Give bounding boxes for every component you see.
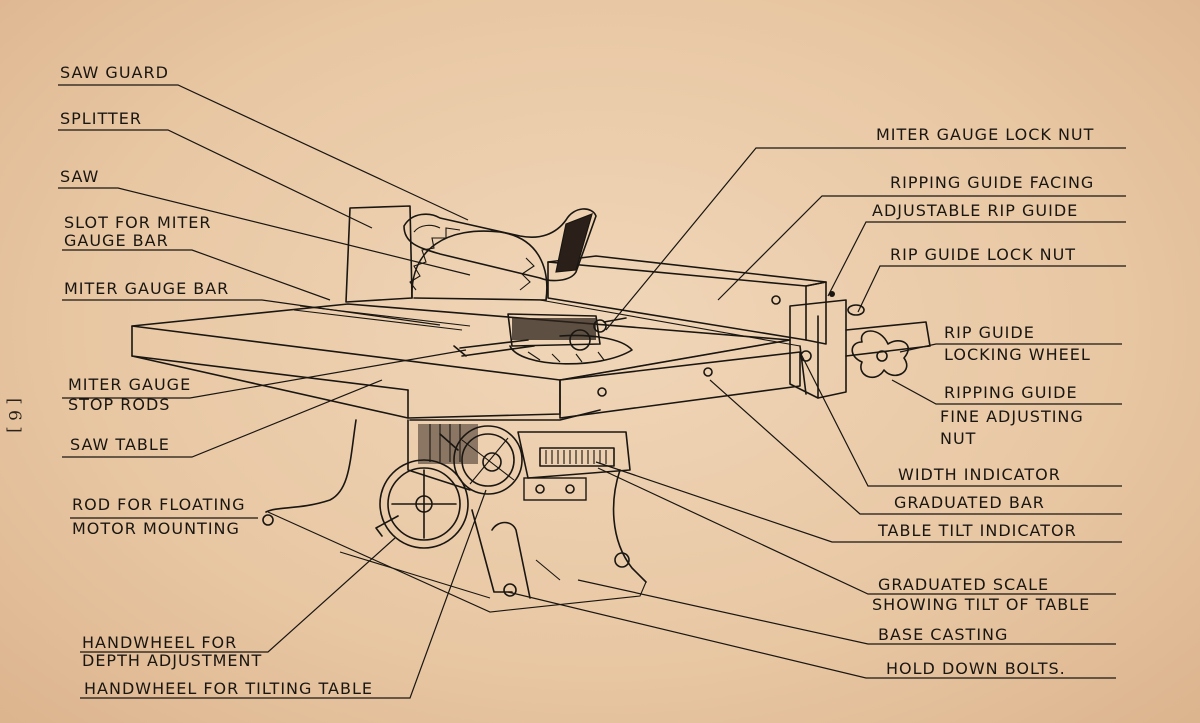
label-saw-guard: SAW GUARD bbox=[60, 63, 169, 82]
label-slot-for-miter-line2: GAUGE BAR bbox=[64, 231, 169, 250]
label-rip-guide-locking-line2: LOCKING WHEEL bbox=[944, 345, 1091, 364]
leader-saw-table bbox=[62, 379, 383, 458]
label-graduated-scale-line1: GRADUATED SCALE bbox=[878, 575, 1050, 594]
label-miter-gauge-lock-nut: MITER GAUGE LOCK NUT bbox=[876, 125, 1095, 144]
leader-miter-gauge-bar bbox=[62, 299, 441, 326]
label-rod-floating-line1: ROD FOR FLOATING bbox=[72, 495, 246, 514]
label-ripping-guide-fine-line3: NUT bbox=[940, 429, 977, 448]
leader-rip-lock-nut bbox=[857, 265, 1126, 313]
leader-rip-locking-wheel bbox=[899, 343, 1122, 353]
leader-graduated-scale bbox=[597, 467, 1116, 595]
saw-guard-drawing bbox=[403, 208, 597, 282]
label-handwheel-depth-line2: DEPTH ADJUSTMENT bbox=[82, 651, 263, 670]
label-hold-down-bolts: HOLD DOWN BOLTS. bbox=[886, 659, 1066, 678]
handwheel-tilting-drawing bbox=[439, 425, 523, 495]
label-width-indicator: WIDTH INDICATOR bbox=[898, 465, 1061, 484]
saw-machine bbox=[131, 205, 931, 613]
leader-hold-down bbox=[507, 591, 1116, 679]
leader-saw-guard bbox=[58, 84, 469, 221]
label-adjustable-rip-guide: ADJUSTABLE RIP GUIDE bbox=[872, 201, 1079, 220]
leader-handwheel-depth bbox=[80, 537, 396, 653]
graduated-bar-drawing bbox=[559, 339, 801, 419]
label-handwheel-depth-line1: HANDWHEEL FOR bbox=[82, 633, 238, 652]
label-miter-gauge-stop-line1: MITER GAUGE bbox=[68, 375, 192, 394]
label-rip-guide-locking-line1: RIP GUIDE bbox=[944, 323, 1035, 342]
label-saw-table: SAW TABLE bbox=[70, 435, 170, 454]
leader-ripping-facing bbox=[717, 195, 1126, 301]
leader-handwheel-tilting bbox=[80, 489, 487, 699]
leader-splitter bbox=[58, 129, 373, 229]
label-table-tilt-indicator: TABLE TILT INDICATOR bbox=[878, 521, 1077, 540]
label-saw: SAW bbox=[60, 167, 100, 186]
leader-miter-stop-rods bbox=[62, 349, 467, 399]
label-splitter: SPLITTER bbox=[60, 109, 142, 128]
handwheel-depth-drawing bbox=[375, 459, 469, 549]
leader-lines-left bbox=[58, 84, 487, 699]
leader-saw bbox=[58, 187, 471, 276]
label-graduated-bar: GRADUATED BAR bbox=[894, 493, 1045, 512]
leader-table-tilt bbox=[595, 461, 1122, 543]
leader-slot-miter bbox=[62, 249, 331, 301]
leader-miter-lock-nut bbox=[605, 147, 1126, 331]
label-miter-gauge-bar: MITER GAUGE BAR bbox=[64, 279, 230, 298]
label-slot-for-miter-line1: SLOT FOR MITER bbox=[64, 213, 212, 232]
leader-graduated-bar bbox=[709, 379, 1122, 515]
miter-gauge-drawing bbox=[453, 313, 633, 365]
label-miter-gauge-stop-line2: STOP RODS bbox=[68, 395, 171, 414]
label-ripping-guide-fine-line1: RIPPING GUIDE bbox=[944, 383, 1078, 402]
leader-fine-adjust bbox=[891, 379, 1122, 405]
leader-lines-right bbox=[507, 147, 1126, 679]
splitter-drawing bbox=[345, 205, 413, 303]
label-ripping-guide-fine-line2: FINE ADJUSTING bbox=[940, 407, 1084, 426]
label-graduated-scale-line2: SHOWING TILT OF TABLE bbox=[872, 595, 1091, 614]
leader-base-casting bbox=[577, 579, 1116, 645]
rip-guide-drawing bbox=[539, 255, 931, 399]
leader-adjustable-rip bbox=[827, 221, 1126, 297]
label-rod-floating-line2: MOTOR MOUNTING bbox=[72, 519, 240, 538]
label-base-casting: BASE CASTING bbox=[878, 625, 1009, 644]
label-rip-guide-lock-nut: RIP GUIDE LOCK NUT bbox=[890, 245, 1077, 264]
label-handwheel-tilting: HANDWHEEL FOR TILTING TABLE bbox=[84, 679, 373, 698]
label-ripping-guide-facing: RIPPING GUIDE FACING bbox=[890, 173, 1095, 192]
